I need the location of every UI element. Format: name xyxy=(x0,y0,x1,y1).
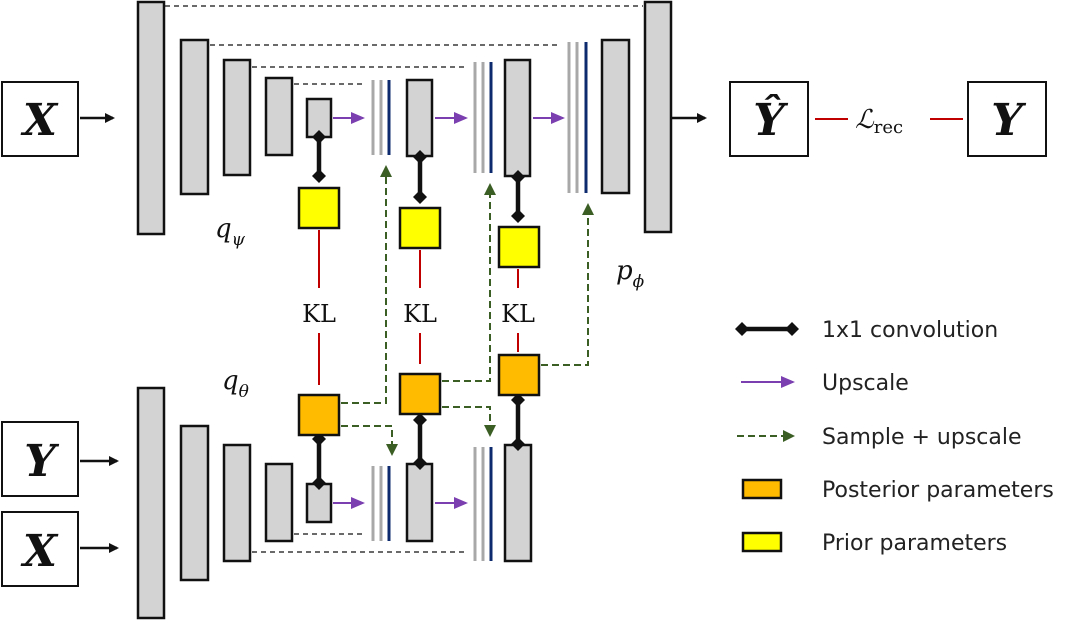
decoder-block xyxy=(503,58,532,178)
posterior-swatch xyxy=(741,478,783,500)
decoder-block xyxy=(600,38,631,195)
legend-item-conv: 1x1 convolution xyxy=(735,318,998,343)
decoder-block xyxy=(405,462,434,543)
legend-label: Upscale xyxy=(822,371,909,396)
input-y-posterior-label: Y xyxy=(24,436,59,487)
posterior-network xyxy=(136,353,541,620)
sample-arrow-to-posterior xyxy=(341,425,398,456)
decoder-block xyxy=(405,78,434,158)
prior-network xyxy=(136,0,673,269)
sample-arrow-to-prior xyxy=(541,203,594,366)
posterior-params-box xyxy=(398,372,442,416)
input-x-posterior: X xyxy=(1,511,79,587)
input-y-posterior: Y xyxy=(1,421,79,497)
prior-params-box xyxy=(297,186,341,230)
prior-swatch xyxy=(741,531,783,553)
svg-text:ℒrec: ℒrec xyxy=(855,105,903,138)
encoder-block xyxy=(264,76,294,157)
prior-params-box xyxy=(497,225,541,269)
input-x-prior: X xyxy=(1,81,79,157)
sample-arrow-to-posterior xyxy=(442,406,496,437)
output-y-hat: Ŷ xyxy=(729,81,809,157)
loss-subscript: rec xyxy=(874,117,903,138)
encoder-block xyxy=(222,443,252,563)
loss-symbol: ℒ xyxy=(855,105,875,135)
decoder-block xyxy=(503,443,533,563)
decoder-output-block xyxy=(643,0,673,234)
encoder-block xyxy=(264,462,294,543)
legend-label: Prior parameters xyxy=(822,531,1007,556)
legend-item-posterior: Posterior parameters xyxy=(741,478,1054,503)
decoder-label: pϕ xyxy=(616,256,645,292)
legend: 1x1 convolution Upscale Sample + upscale… xyxy=(735,318,1054,556)
prior-net-label: qψ xyxy=(215,214,246,250)
kl-links: KL KL KL xyxy=(302,230,535,385)
posterior-params-box xyxy=(497,353,541,397)
bottleneck-block xyxy=(305,482,333,524)
legend-item-upscale: Upscale xyxy=(741,371,909,396)
encoder-block xyxy=(136,386,166,620)
prior-params-box xyxy=(398,206,442,250)
legend-label: 1x1 convolution xyxy=(822,318,998,343)
legend-item-sample: Sample + upscale xyxy=(737,425,1022,450)
legend-label: Sample + upscale xyxy=(822,425,1022,450)
sample-arrow-to-prior xyxy=(442,183,496,382)
encoder-block xyxy=(136,0,166,236)
target-y-label: Y xyxy=(991,95,1026,146)
kl-label: KL xyxy=(403,300,437,328)
sample-arrow-to-prior xyxy=(341,165,392,404)
bottleneck-block xyxy=(305,97,333,139)
input-x-prior-label: X xyxy=(20,95,59,146)
legend-label: Posterior parameters xyxy=(822,478,1054,503)
encoder-block xyxy=(222,58,252,177)
encoder-block xyxy=(179,38,210,196)
encoder-block xyxy=(179,424,210,582)
output-y-hat-label: Ŷ xyxy=(753,93,788,146)
posterior-net-label: qθ xyxy=(222,366,249,402)
input-x-posterior-label: X xyxy=(20,526,59,577)
kl-label: KL xyxy=(302,300,336,328)
legend-item-prior: Prior parameters xyxy=(741,531,1007,556)
target-y: Y xyxy=(967,81,1047,157)
sample-paths xyxy=(341,165,594,456)
posterior-params-box xyxy=(297,393,341,437)
kl-label: KL xyxy=(501,300,535,328)
loss-label: ℒrec xyxy=(855,105,903,138)
